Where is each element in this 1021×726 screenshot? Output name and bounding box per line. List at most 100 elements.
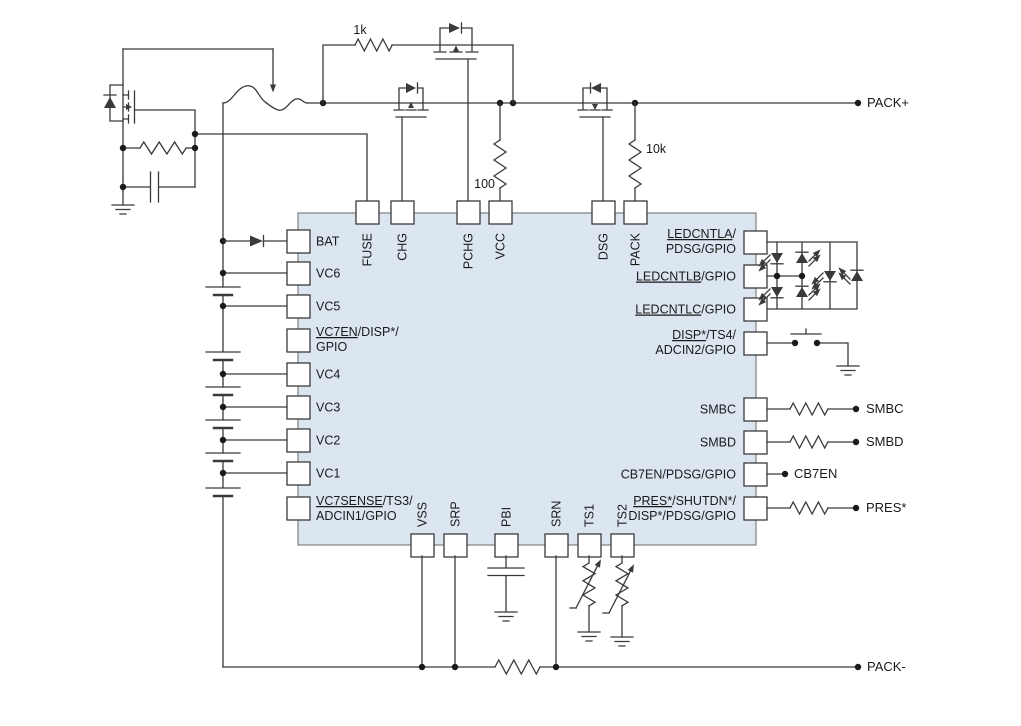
terminal-label-pack-minus: PACK- <box>867 659 906 674</box>
smbd-net <box>766 434 860 450</box>
pin-label-vc6: VC6 <box>316 267 340 281</box>
pin-pchg <box>456 200 481 225</box>
pin-label-srn: SRN <box>550 501 564 527</box>
pin-pres <box>743 496 768 521</box>
pin-vc5 <box>286 294 311 319</box>
pin-label-ledcntla-2: PDSG/GPIO <box>666 242 736 256</box>
pin-label-pack: PACK <box>629 232 643 266</box>
pin-label-pres-2: DISP*/PDSG/GPIO <box>628 509 736 523</box>
pin-label-pres-1: PRES*/SHUTDN*/ <box>633 494 736 508</box>
led-icon <box>795 249 821 267</box>
chg-fet <box>393 82 429 202</box>
led-icon <box>795 283 821 301</box>
ground-icon <box>577 631 601 642</box>
pres-net <box>766 500 860 516</box>
pin-label-chg: CHG <box>396 233 410 261</box>
pin-ledcntla <box>743 230 768 255</box>
right-pin-labels: LEDCNTLA/ PDSG/GPIO LEDCNTLB/GPIO LEDCNT… <box>621 227 737 523</box>
pin-vc2 <box>286 428 311 453</box>
terminal-label-cb7en: CB7EN <box>794 466 837 481</box>
pin-label-vc7en-1: VC7EN/DISP*/ <box>316 325 399 339</box>
pin-label-ledcntlc: LEDCNTLC/GPIO <box>635 303 736 317</box>
ground-icon <box>494 611 518 622</box>
resistor-1k <box>322 37 394 104</box>
dsg-fet <box>577 82 613 202</box>
pin-pbi <box>494 533 519 558</box>
pin-fuse <box>355 200 380 225</box>
fuse-gate-network <box>119 109 368 203</box>
push-button <box>766 328 860 376</box>
pin-label-ts2: TS2 <box>616 504 630 527</box>
terminal-label-smbc: SMBC <box>866 401 904 416</box>
pin-label-ts1: TS1 <box>583 504 597 527</box>
label-100: 100 <box>474 177 495 191</box>
pin-label-vss: VSS <box>416 502 430 527</box>
pin-vc7en <box>286 328 311 353</box>
pin-label-smbc: SMBC <box>700 403 736 417</box>
pin-label-pbi: PBI <box>500 507 514 527</box>
pin-smbd <box>743 430 768 455</box>
ground-icon <box>836 365 860 376</box>
resistor-100 <box>492 102 508 202</box>
pin-vss <box>410 533 435 558</box>
pin-dsg <box>591 200 616 225</box>
fuse-blow-fet <box>103 48 136 215</box>
pin-label-vc1: VC1 <box>316 467 340 481</box>
pin-ts1 <box>577 533 602 558</box>
pin-srp <box>443 533 468 558</box>
pin-ledcntlb <box>743 264 768 289</box>
pack-plus-rail <box>306 99 862 107</box>
ts2-thermistor <box>602 555 634 647</box>
pin-bat <box>286 229 311 254</box>
pchg-fet <box>391 22 514 202</box>
pin-vc1 <box>286 461 311 486</box>
ts1-thermistor <box>569 555 601 642</box>
pin-label-vc7sense-1: VC7SENSE/TS3/ <box>316 494 413 508</box>
pin-label-cb7en: CB7EN/PDSG/GPIO <box>621 468 737 482</box>
pin-label-dsg: DSG <box>597 233 611 260</box>
pin-label-pchg: PCHG <box>462 233 476 269</box>
label-10k: 10k <box>646 142 667 156</box>
pin-vc6 <box>286 261 311 286</box>
ic-body <box>297 212 757 546</box>
bat-diode <box>222 234 288 248</box>
pin-ts2 <box>610 533 635 558</box>
terminal-label-pack-plus: PACK+ <box>867 95 909 110</box>
pin-ledcntlc <box>743 297 768 322</box>
pin-chg <box>390 200 415 225</box>
pin-label-vc2: VC2 <box>316 434 340 448</box>
pin-label-vc5: VC5 <box>316 300 340 314</box>
resistor-10k <box>627 102 643 202</box>
pin-label-vc3: VC3 <box>316 401 340 415</box>
ground-icon <box>111 204 135 215</box>
led-icon <box>758 253 784 272</box>
chemical-fuse <box>122 48 308 111</box>
pin-disp-ts4 <box>743 331 768 356</box>
pin-label-ledcntla-1: LEDCNTLA/ <box>667 227 736 241</box>
terminal-label-smbd: SMBD <box>866 434 904 449</box>
pin-label-fuse: FUSE <box>361 233 375 266</box>
left-pin-labels: BAT VC6 VC5 VC7EN/DISP*/ GPIO VC4 VC3 VC… <box>316 235 413 524</box>
terminal-label-pres: PRES* <box>866 500 906 515</box>
pin-vc3 <box>286 395 311 420</box>
pin-label-vcc: VCC <box>494 233 508 259</box>
battery-stack <box>205 102 288 668</box>
ic-pins <box>286 200 768 558</box>
pin-cb7en <box>743 462 768 487</box>
smbc-net <box>766 401 860 417</box>
pack-minus-rail <box>222 658 862 676</box>
led-icon <box>811 271 837 290</box>
pin-label-disp-ts4-2: ADCIN2/GPIO <box>655 343 736 357</box>
pin-smbc <box>743 397 768 422</box>
pin-pack <box>623 200 648 225</box>
pin-label-ledcntlb: LEDCNTLB/GPIO <box>636 270 736 284</box>
pin-label-smbd: SMBD <box>700 436 736 450</box>
pin-label-disp-ts4-1: DISP*/TS4/ <box>672 328 736 342</box>
pin-label-vc7sense-2: ADCIN1/GPIO <box>316 509 397 523</box>
led-matrix <box>758 241 864 310</box>
top-pin-labels: FUSE CHG PCHG VCC DSG PACK <box>361 232 643 269</box>
pin-label-vc4: VC4 <box>316 368 340 382</box>
cb7en-net <box>766 470 789 478</box>
